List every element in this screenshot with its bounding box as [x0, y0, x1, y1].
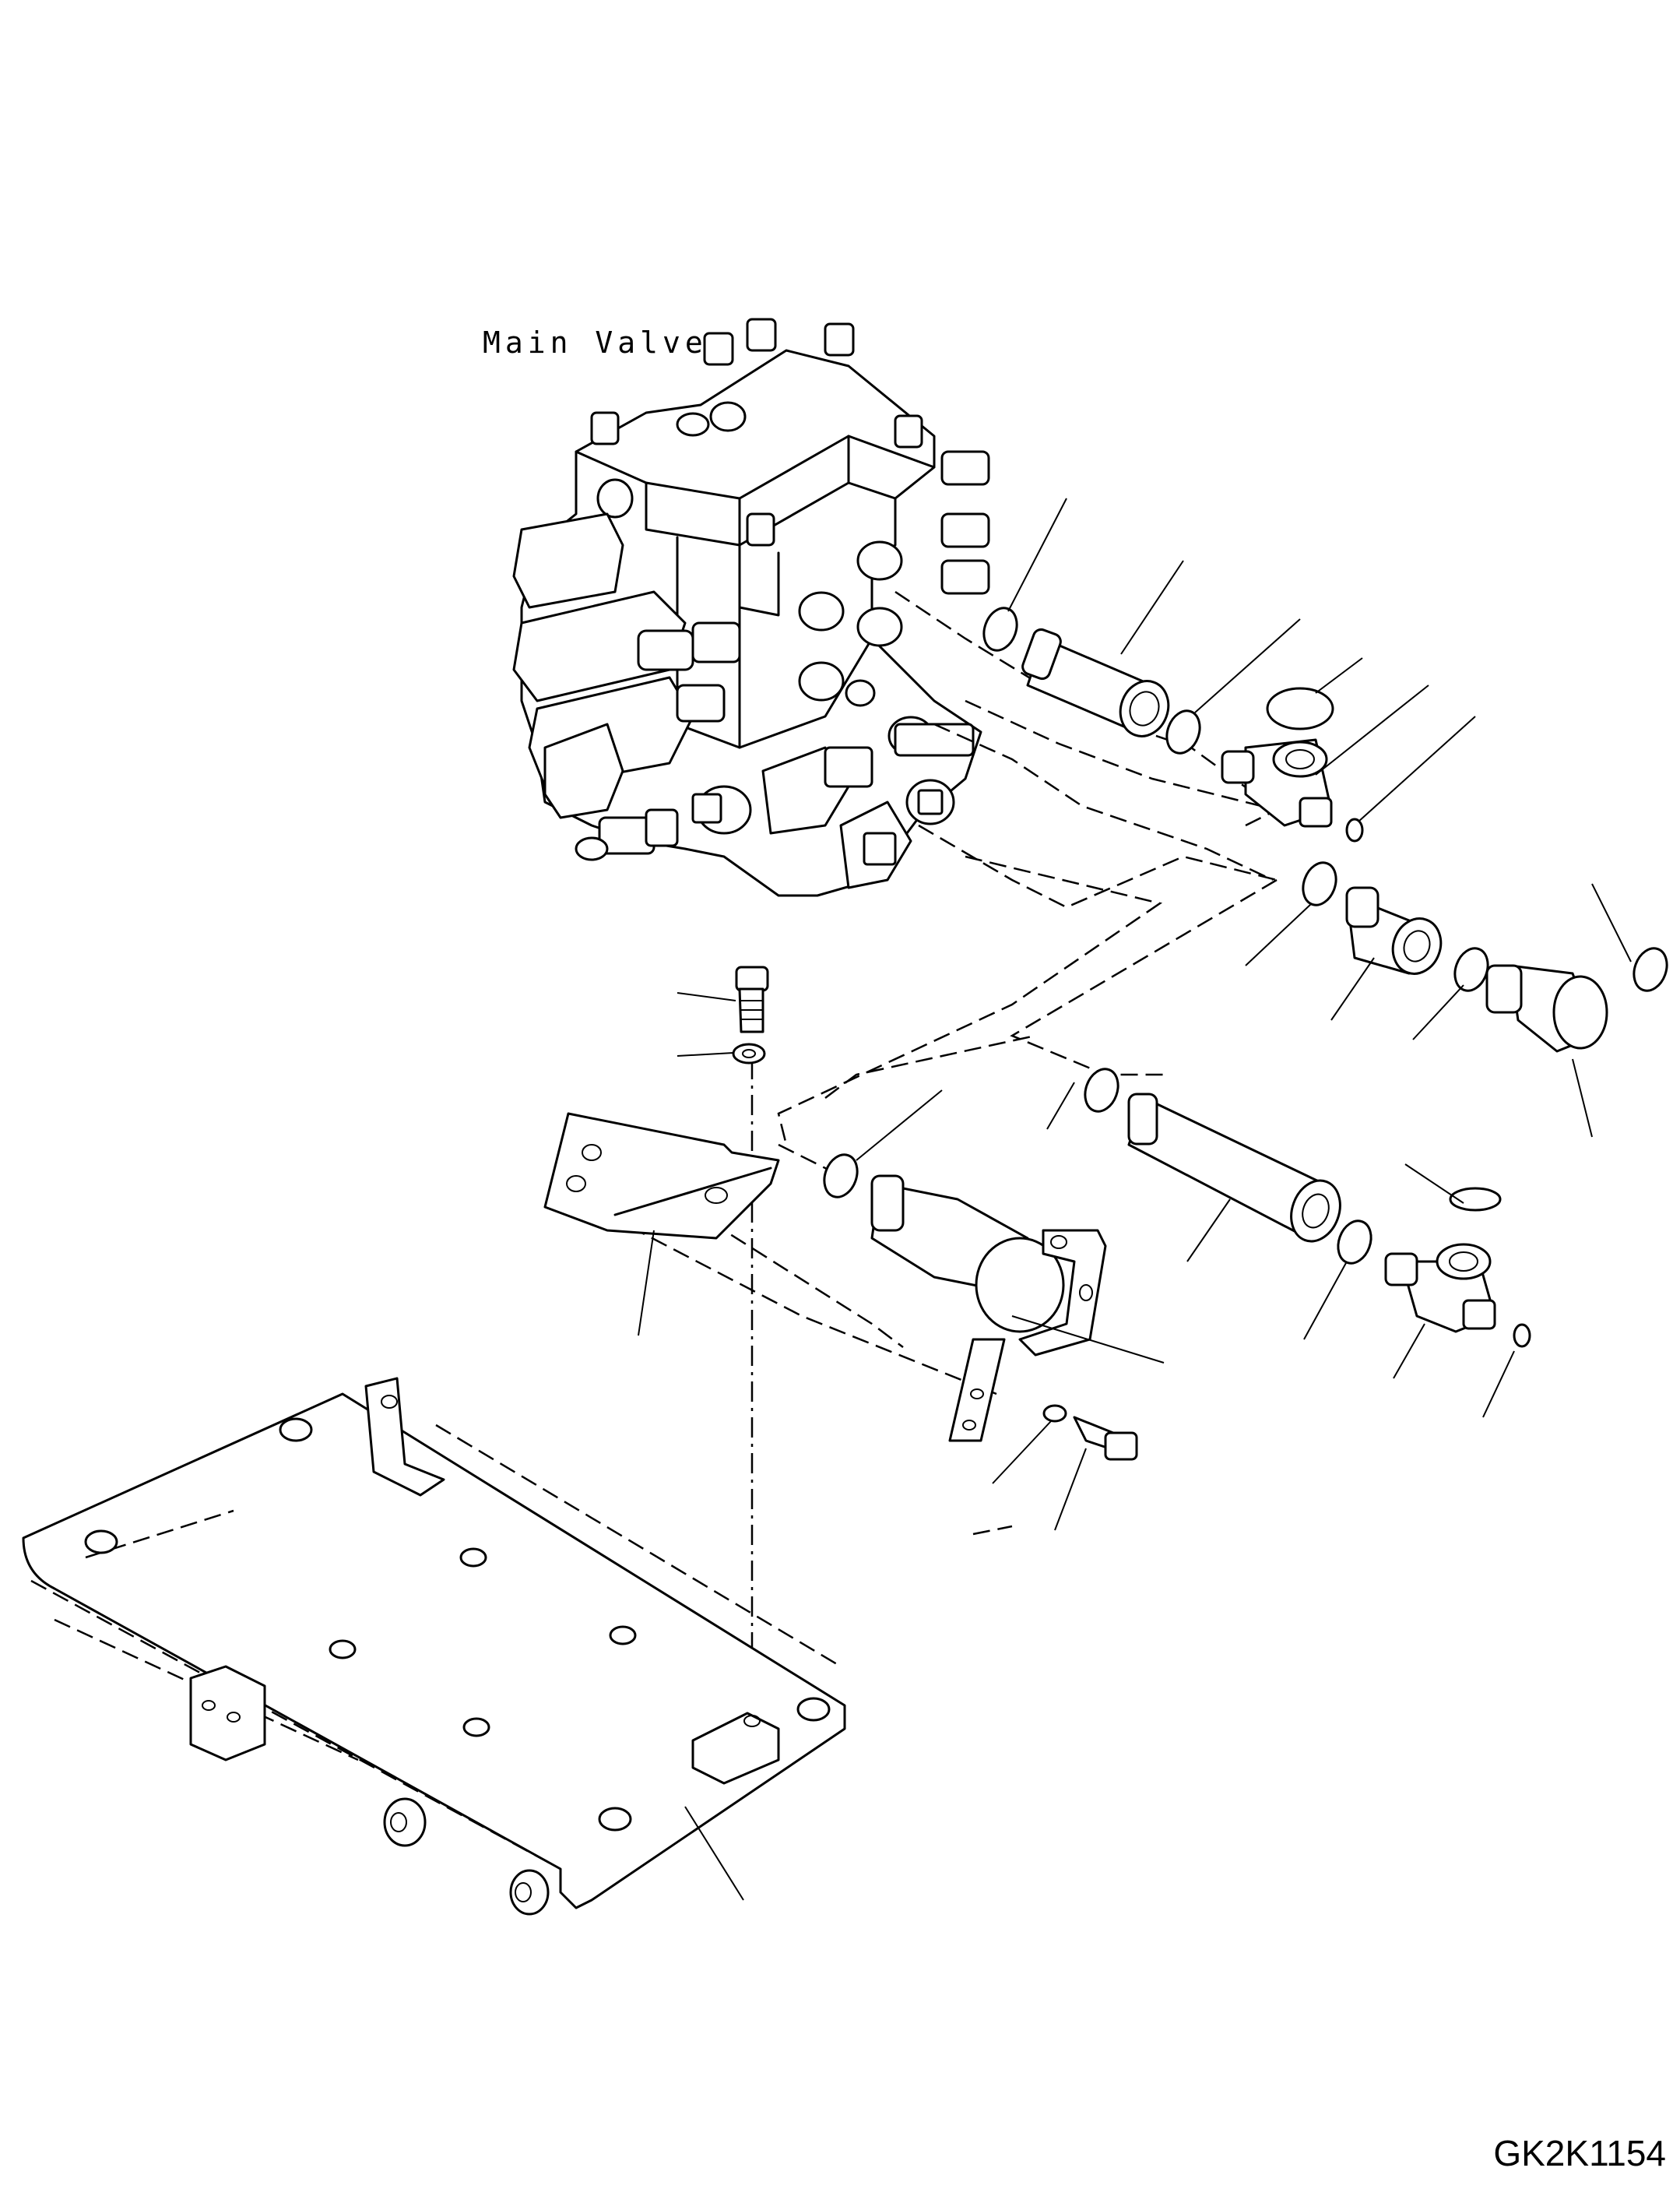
seal-plate — [1266, 687, 1334, 730]
elbow-fitting-lower — [1384, 1243, 1496, 1333]
small-o-ring — [1513, 1323, 1531, 1348]
fittings-lower — [823, 1068, 1531, 1348]
o-ring — [1165, 709, 1201, 755]
o-ring — [1337, 1219, 1372, 1265]
fittings-upper — [982, 607, 1364, 843]
small-o-ring — [1345, 818, 1364, 843]
o-ring — [1302, 861, 1337, 906]
straight-connector-long — [1021, 628, 1170, 737]
o-ring — [1633, 947, 1668, 992]
seal-plate — [1449, 1187, 1502, 1212]
main-valve-label: Main Valve — [483, 326, 708, 360]
main-valve — [512, 318, 990, 897]
fittings-middle — [1302, 861, 1668, 1053]
straight-connector-long-lower — [1127, 1093, 1341, 1243]
elbow-fitting-90 — [1485, 964, 1608, 1053]
bolt-and-washer-upper — [732, 966, 769, 1065]
bolt-and-washer-lower — [1042, 1404, 1138, 1461]
o-ring — [1084, 1068, 1119, 1113]
pressure-sensor-assembly — [870, 1174, 1107, 1442]
elbow-fitting-upper — [1221, 738, 1333, 828]
mounting-bracket — [543, 1112, 780, 1240]
o-ring — [823, 1153, 859, 1198]
leader-lines — [638, 498, 1632, 1901]
adapter-fitting — [1345, 886, 1443, 975]
drawing-code: GK2K1154 — [1493, 2133, 1666, 2173]
o-ring — [982, 607, 1018, 652]
base-plate — [22, 1377, 846, 1916]
